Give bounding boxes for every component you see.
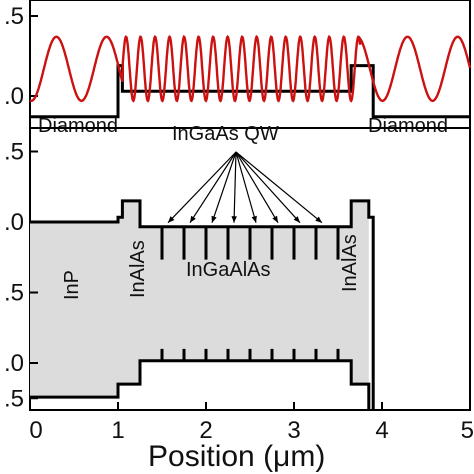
- bottom-y-tick-label: .0: [4, 350, 24, 377]
- inp-label: InP: [61, 270, 83, 300]
- top-y-tick-label: .5: [4, 3, 24, 30]
- bottom-y-tick-label: .5: [4, 139, 24, 166]
- qw-arrow: [235, 151, 257, 223]
- top-band-edge-line: [30, 64, 470, 119]
- band-region-fill: [30, 200, 369, 410]
- x-tick-label: 4: [375, 417, 388, 444]
- x-tick-label: 0: [29, 417, 42, 444]
- top-label-diamond-left: Diamond: [38, 115, 118, 137]
- qw-arrow: [235, 151, 301, 224]
- top-panel: .5 .0 Diamond Diamond: [4, 0, 472, 137]
- qw-arrowhead: [168, 216, 175, 223]
- qw-arrow: [167, 151, 237, 224]
- optical-field-curve: [29, 34, 472, 103]
- x-axis-title: Position (μm): [148, 440, 325, 473]
- valence-band-line: [30, 359, 371, 410]
- qw-arrow: [233, 151, 237, 223]
- ingaalas-label: InGaAlAs: [186, 259, 270, 281]
- inalas-right-label: InAlAs: [339, 234, 361, 292]
- qw-arrowhead: [293, 216, 300, 223]
- bottom-y-tick-label: .5: [4, 280, 24, 307]
- qw-arrow: [211, 151, 237, 223]
- qw-arrow: [189, 151, 237, 224]
- inalas-left-label: InAlAs: [127, 240, 149, 298]
- conduction-band-line: [30, 199, 375, 410]
- x-tick-label: 1: [111, 417, 124, 444]
- qw-arrow: [235, 151, 323, 224]
- quantum-well-marks: [160, 226, 340, 361]
- x-tick-label: 2: [199, 417, 212, 444]
- qw-arrowhead: [190, 215, 196, 223]
- qw-arrowhead: [211, 215, 217, 223]
- top-label-diamond-right: Diamond: [368, 115, 448, 137]
- bottom-y-tick-label: .0: [4, 209, 24, 236]
- top-panel-y-ticks: .5 .0: [4, 3, 38, 110]
- qw-arrowhead: [251, 215, 257, 223]
- qw-arrow: [235, 151, 279, 224]
- quantum-well-arrows: [167, 151, 323, 224]
- top-y-tick-label: .0: [4, 83, 24, 110]
- x-tick-label: 5: [461, 417, 474, 444]
- qw-arrowhead: [231, 216, 237, 223]
- qw-arrowhead: [272, 215, 278, 223]
- qw-label: InGaAs QW: [172, 123, 279, 145]
- bottom-y-tick-label: .5: [4, 385, 24, 412]
- qw-arrowhead: [315, 216, 322, 223]
- x-tick-label: 3: [287, 417, 300, 444]
